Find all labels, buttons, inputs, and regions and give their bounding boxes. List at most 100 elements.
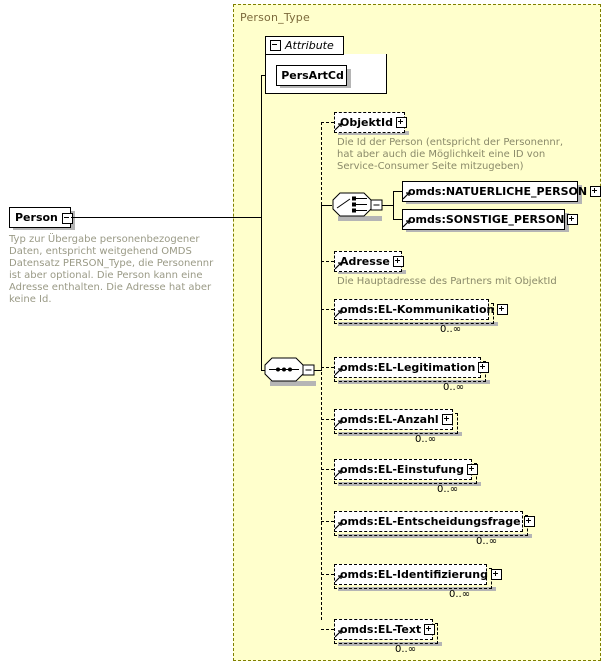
- element-3-ref-arrow-icon: [335, 368, 343, 376]
- element-3-occurrence: 0..∞: [443, 382, 465, 393]
- attribute-group-tab[interactable]: Attribute: [265, 36, 344, 55]
- choice-option-1-label: omds:SONSTIGE_PERSON: [408, 213, 565, 226]
- element-4-ref-arrow-icon: [335, 420, 343, 428]
- element-5-shadow: [338, 482, 481, 486]
- connector-element-7: [321, 574, 334, 575]
- person-node-shadow-right: [71, 211, 75, 230]
- element-7-occurrence: 0..∞: [449, 589, 471, 600]
- choice-option-0-ref-arrow-icon: [403, 192, 411, 200]
- connector-trunk-vertical: [261, 75, 262, 371]
- persartcd-attribute-node[interactable]: PersArtCd: [276, 65, 347, 86]
- element-2-shadow: [338, 322, 498, 326]
- element-6-occurrence: 0..∞: [476, 536, 498, 547]
- element-5-node[interactable]: omds:EL-Einstufung: [334, 459, 479, 480]
- element-1-expand-toggle[interactable]: [392, 256, 404, 267]
- connector-trunk-to-sequence: [261, 370, 266, 371]
- sequence-compositor-shadow: [270, 381, 316, 386]
- choice-option-1-shadow: [406, 228, 569, 232]
- connector-sequence-out: [314, 370, 321, 371]
- choice-compositor[interactable]: [332, 192, 384, 218]
- connector-choice-option-0: [393, 191, 402, 192]
- element-7-ref-arrow-icon: [335, 575, 343, 583]
- connector-choice-branch: [393, 191, 394, 219]
- element-7-label: omds:EL-Identifizierung: [340, 568, 488, 581]
- element-0-label: ObjektId: [340, 116, 393, 129]
- element-6-expand-toggle[interactable]: [523, 516, 535, 527]
- element-7-shadow: [338, 587, 496, 591]
- element-8-occurrence: 0..∞: [395, 644, 417, 655]
- choice-option-0-label: omds:NATUERLICHE_PERSON: [408, 185, 588, 198]
- element-4-node[interactable]: omds:EL-Anzahl: [334, 409, 453, 430]
- connector-choice-option-1: [393, 219, 402, 220]
- element-0-shadow: [338, 131, 409, 135]
- persartcd-label: PersArtCd: [281, 69, 344, 82]
- element-7-expand-toggle[interactable]: [490, 569, 502, 580]
- element-5-ref-arrow-icon: [335, 470, 343, 478]
- element-1-label: Adresse: [340, 255, 390, 268]
- element-1-shadow: [338, 270, 406, 274]
- persartcd-shadow: [280, 84, 351, 88]
- element-6-node[interactable]: omds:EL-Entscheidungsfrage: [334, 511, 535, 532]
- connector-choice-out: [382, 205, 393, 206]
- element-5-expand-toggle[interactable]: [467, 464, 479, 475]
- connector-element-8: [321, 629, 334, 630]
- element-6-label: omds:EL-Entscheidungsfrage: [340, 515, 521, 528]
- choice-option-0-node[interactable]: omds:NATUERLICHE_PERSON: [402, 181, 602, 202]
- person-annotation: Typ zur Übergabe personenbezogener Daten…: [9, 234, 214, 305]
- element-8-expand-toggle[interactable]: [424, 624, 436, 635]
- element-8-ref-arrow-icon: [335, 630, 343, 638]
- element-3-expand-toggle[interactable]: [478, 362, 490, 373]
- element-1-node[interactable]: Adresse: [334, 251, 404, 272]
- connector-element-0: [321, 122, 334, 123]
- element-2-label: omds:EL-Kommunikation: [340, 303, 495, 316]
- person-collapse-toggle[interactable]: [62, 213, 73, 224]
- connector-branch-dashed: [321, 122, 322, 620]
- element-2-occurrence: 0..∞: [440, 324, 462, 335]
- connector-element-4: [321, 419, 334, 420]
- element-4-occurrence: 0..∞: [415, 434, 437, 445]
- element-4-expand-toggle[interactable]: [441, 414, 453, 425]
- element-5-label: omds:EL-Einstufung: [340, 463, 465, 476]
- element-4-shadow: [338, 432, 462, 436]
- element-0-expand-toggle[interactable]: [396, 117, 407, 128]
- connector-element-5: [321, 469, 334, 470]
- connector-element-6: [321, 521, 334, 522]
- element-1-annotation: Die Hauptadresse des Partners mit Objekt…: [337, 276, 557, 287]
- element-7-node[interactable]: omds:EL-Identifizierung: [334, 564, 502, 585]
- connector-trunk-to-attribute: [261, 75, 266, 76]
- choice-option-0-shadow: [406, 200, 582, 204]
- element-3-node[interactable]: omds:EL-Legitimation: [334, 357, 490, 378]
- choice-option-0-expand-toggle[interactable]: [590, 186, 602, 197]
- connector-element-2: [321, 309, 334, 310]
- person-node[interactable]: Person: [9, 207, 71, 228]
- attribute-collapse-toggle[interactable]: [270, 40, 281, 51]
- person-type-title: Person_Type: [240, 11, 310, 24]
- choice-option-1-node[interactable]: omds:SONSTIGE_PERSON: [402, 209, 579, 230]
- element-1-ref-arrow-icon: [335, 262, 343, 270]
- connector-element-1: [321, 261, 334, 262]
- element-3-label: omds:EL-Legitimation: [340, 361, 476, 374]
- element-0-node[interactable]: ObjektId: [334, 112, 407, 133]
- choice-option-1-expand-toggle[interactable]: [567, 214, 579, 225]
- sequence-compositor[interactable]: [264, 357, 316, 383]
- element-2-expand-toggle[interactable]: [497, 304, 509, 315]
- connector-to-choice: [321, 205, 332, 206]
- connector-element-3: [321, 367, 334, 368]
- element-6-shadow: [338, 534, 532, 538]
- choice-option-1-shadow-right: [565, 213, 569, 232]
- element-8-node[interactable]: omds:EL-Text: [334, 619, 436, 640]
- element-5-occurrence: 0..∞: [437, 484, 459, 495]
- persartcd-shadow-right: [347, 69, 351, 88]
- element-8-label: omds:EL-Text: [340, 623, 422, 636]
- choice-option-0-shadow-right: [578, 185, 582, 204]
- person-node-shadow: [13, 226, 75, 230]
- element-3-shadow: [338, 380, 490, 384]
- element-2-node[interactable]: omds:EL-Kommunikation: [334, 299, 509, 320]
- element-2-ref-arrow-icon: [335, 310, 343, 318]
- person-node-label: Person: [15, 211, 58, 224]
- element-4-label: omds:EL-Anzahl: [340, 413, 439, 426]
- person-type-container: [233, 4, 601, 661]
- choice-compositor-shadow: [338, 216, 382, 221]
- element-8-shadow: [338, 642, 442, 646]
